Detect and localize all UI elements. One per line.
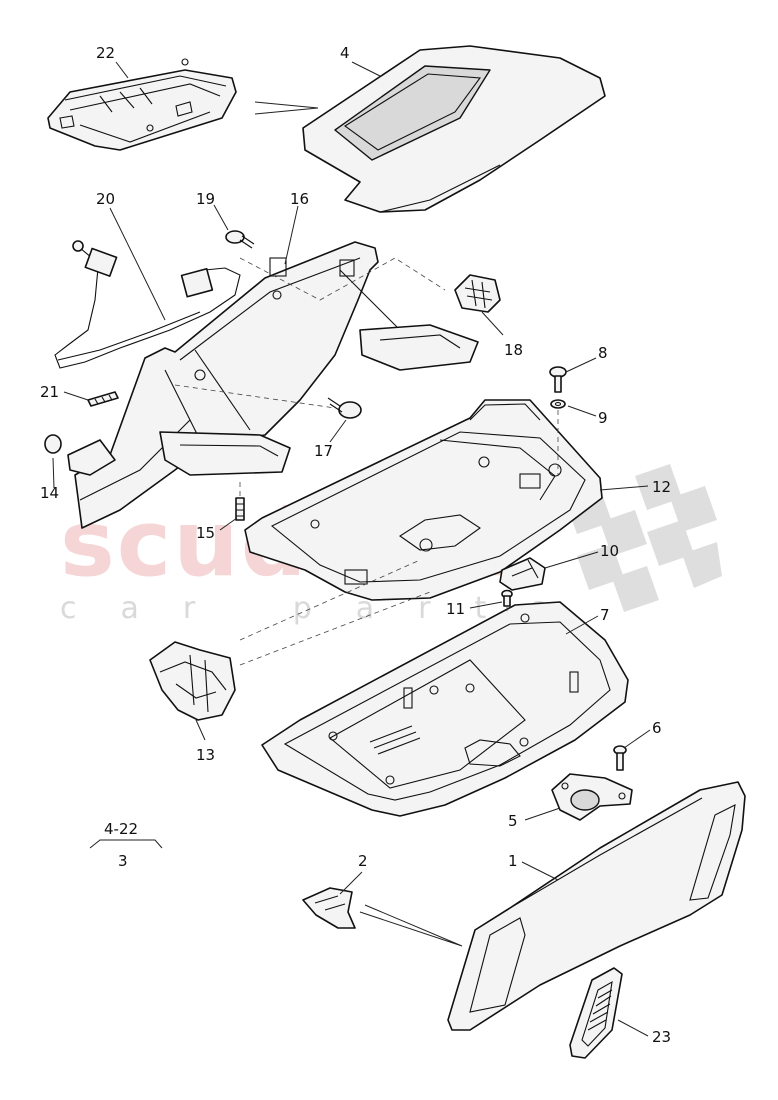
callout-9: 9 [598,409,608,427]
part-15-screw [235,497,245,521]
callout-21: 21 [40,383,59,401]
callout-14: 14 [40,484,59,502]
callout-10: 10 [600,542,619,560]
callout-6: 6 [652,719,662,737]
part-19-screw [225,230,255,249]
callout-17: 17 [314,442,333,460]
callout-5: 5 [508,812,518,830]
callout-22: 22 [96,44,115,62]
alignment-lines [174,257,559,666]
part-22-lamp-housing [47,58,237,151]
watermark-tagline: car parts [60,591,590,626]
part-4-cover-panel [302,45,606,213]
callout-1: 1 [508,852,518,870]
part-20-wiring-harness [54,240,241,369]
assembly-range-label: 4-22 [104,820,138,838]
callout-2: 2 [358,852,368,870]
part-13-clip-bracket [149,641,236,721]
part-10-clip [499,557,546,591]
callout-8: 8 [598,344,608,362]
part-8-screw [549,366,567,393]
callout-19: 19 [196,190,215,208]
part-22-to-4-leader [254,101,319,115]
part-18-clip-block [454,274,501,313]
part-5-bracket [551,773,633,821]
part-6-screw [613,745,627,771]
assembly-label: 3 [118,852,128,870]
callout-7: 7 [600,606,610,624]
callout-12: 12 [652,478,671,496]
callout-20: 20 [96,190,115,208]
part-2-to-1-leader [359,904,463,947]
part-21-pin [87,391,119,407]
part-14-cap [44,434,62,454]
callout-labels: 22 4 20 19 16 18 8 9 21 17 14 12 15 10 1… [40,44,671,1046]
part-17-screw [327,397,362,419]
callout-23: 23 [652,1028,671,1046]
callout-leaders [52,61,651,1037]
callout-4: 4 [340,44,350,62]
part-16-main-frame [67,241,479,529]
checkered-flag-icon [565,464,722,612]
part-2-clip [302,887,356,929]
part-1-trim-panel [447,781,746,1031]
callout-18: 18 [504,341,523,359]
part-12-frame-tray [244,399,603,601]
callout-13: 13 [196,746,215,764]
part-11-screw [501,589,513,607]
callout-11: 11 [446,600,465,618]
part-9-washer [550,399,566,409]
callout-16: 16 [290,190,309,208]
part-23-grille [569,967,623,1059]
part-7-base-tray [261,601,629,817]
callout-15: 15 [196,524,215,542]
